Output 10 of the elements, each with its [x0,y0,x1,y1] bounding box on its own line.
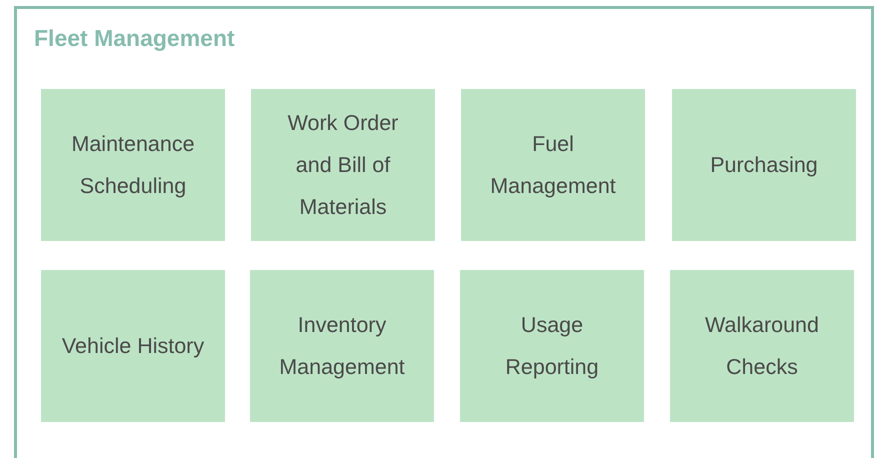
module-box: Usage Reporting [460,270,644,422]
module-box: Maintenance Scheduling [41,89,225,241]
module-box: Work Order and Bill of Materials [251,89,435,241]
group-panel [14,6,874,458]
module-box: Purchasing [672,89,856,241]
module-box: Inventory Management [250,270,434,422]
module-box: Vehicle History [41,270,225,422]
module-box: Walkaround Checks [670,270,854,422]
module-box: Fuel Management [461,89,645,241]
group-title: Fleet Management [34,25,235,52]
